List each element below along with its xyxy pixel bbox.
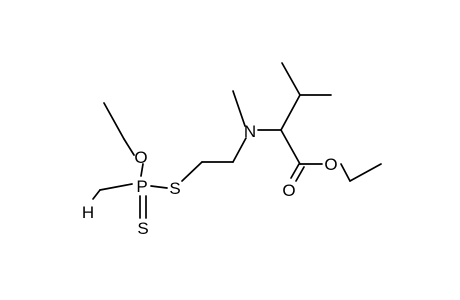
bond-s-ch2 [181,161,203,182]
bond-alpha-carbonyl [280,129,301,165]
atom-sulfur-thione: S [137,219,148,238]
atom-nitrogen: N [244,122,256,141]
bond-ch2-n [232,137,247,163]
bond-alpha-ch [280,94,301,131]
bond-ch2-p [99,183,133,191]
bond-ethyl-ch3-ch2 [103,102,125,140]
atom-oxygen-ester: O [324,155,337,174]
bond-n-methyl [232,90,246,127]
atom-phosphorus: P [136,177,147,196]
bond-ester-ch2-ch3 [349,163,382,182]
bond-ethyl-ch2-o [123,138,135,156]
bond-h-ch2 [92,189,101,200]
atom-oxygen-carbonyl: O [282,181,295,200]
atom-oxygen-ether: O [134,148,147,167]
bond-c-o-double-b [295,166,305,182]
bond-ch-ch3-a [281,62,301,96]
bond-p-s [150,185,168,189]
bond-c-o-double-a [290,163,300,179]
atom-hydrogen: H [82,203,94,222]
bond-o-p [140,163,144,177]
bond-lines [92,62,382,219]
bond-oester-ch2 [340,163,351,182]
atom-sulfur-thioether: S [169,179,180,198]
atom-labels: H P S O S N O O [82,122,338,238]
